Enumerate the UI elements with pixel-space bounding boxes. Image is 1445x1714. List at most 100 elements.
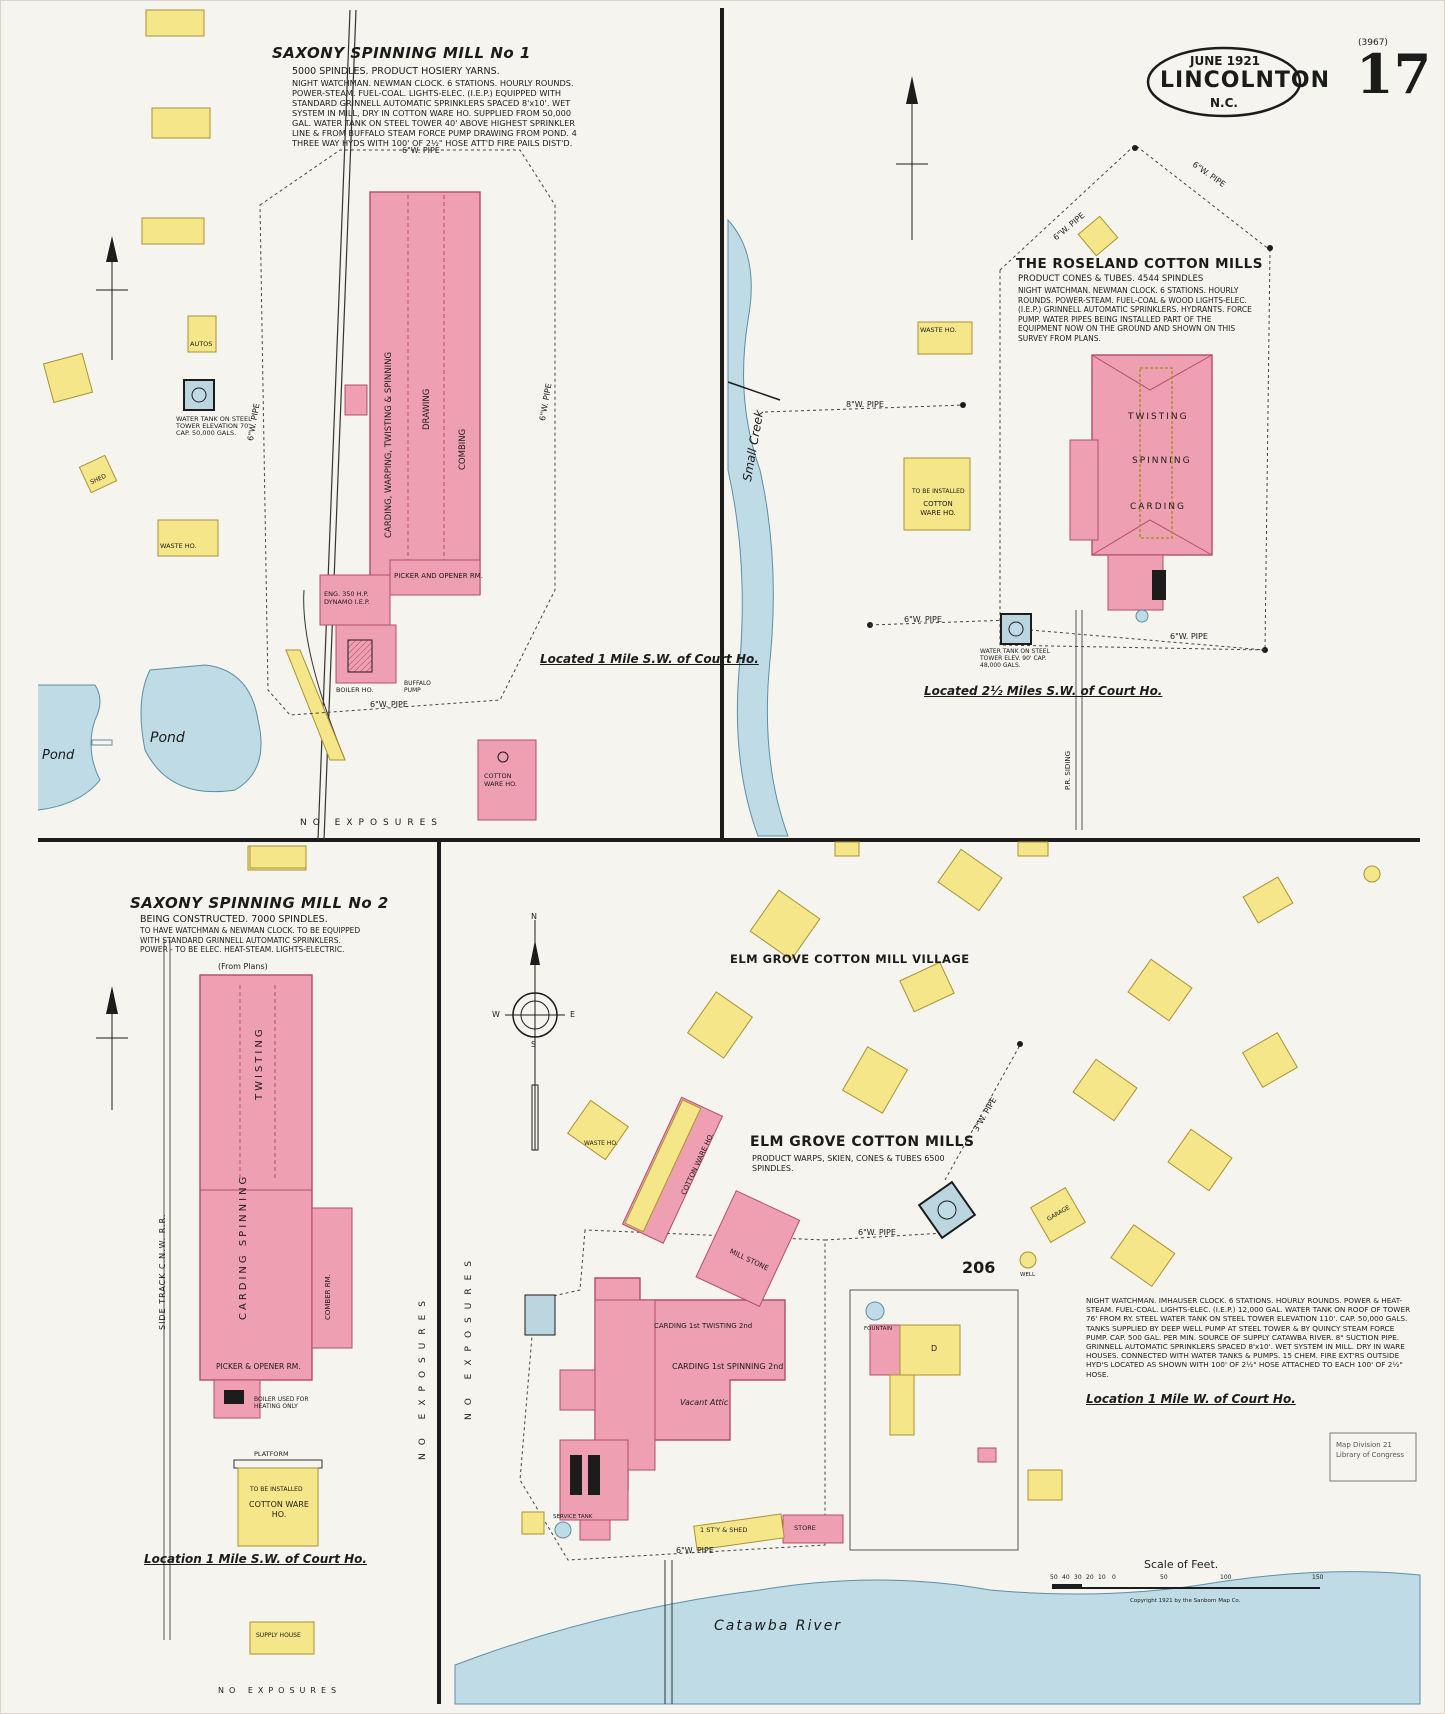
map-date: JUNE 1921 <box>1190 54 1261 68</box>
elmgrove-small-brick <box>977 1447 997 1463</box>
elmgrove-frame-annex <box>889 1374 915 1436</box>
elmgrove-frame-bottom-left <box>521 1511 545 1535</box>
saxony2-cotton-warehouse <box>237 1467 319 1547</box>
scale-tick-5: 0 <box>1112 1574 1116 1581</box>
saxony1-subtitle: 5000 SPINDLES. PRODUCT HOSIERY YARNS. <box>292 66 500 77</box>
saxony2-from-plans: (From Plans) <box>218 962 268 971</box>
roseland-pipe-bottom-2 <box>1029 629 1266 651</box>
elmgrove-shed: 1 ST'Y & SHED <box>700 1526 748 1534</box>
north-arrow-2-head <box>906 76 918 104</box>
sheet-number: 17 <box>1356 42 1432 106</box>
elmgrove-hydrant <box>1017 1041 1023 1047</box>
elmgrove-mill-stone-building <box>695 1190 801 1308</box>
roseland-waste-house <box>917 321 973 355</box>
saxony1-notes: NIGHT WATCHMAN. NEWMAN CLOCK. 6 STATIONS… <box>292 78 577 148</box>
saxony1-picker: PICKER AND OPENER RM. <box>394 572 483 580</box>
elmgrove-boiler-1 <box>570 1455 582 1495</box>
elmgrove-boiler-2 <box>588 1455 600 1495</box>
roseland-dept-2: SPINNING <box>1132 456 1192 466</box>
saxony2-to-be: TO BE INSTALLED <box>250 1486 303 1493</box>
roseland-cotton-warehouse <box>903 457 971 531</box>
scale-tick-3: 20 <box>1086 1574 1094 1581</box>
saxony2-small-bldg: SUPPLY HOUSE <box>256 1632 301 1639</box>
elmgrove-pipe-main: 6"W. PIPE <box>858 1228 896 1237</box>
elmgrove-shed <box>693 1513 785 1551</box>
catawba-river <box>454 1571 1421 1705</box>
property-line-saxony1 <box>259 149 556 716</box>
river-label: Catawba River <box>714 1618 843 1634</box>
scale-tick-6: 50 <box>1160 1574 1168 1581</box>
saxony1-dept-3: COMBING <box>458 428 468 470</box>
water-tank <box>191 387 207 403</box>
north-arrow-3-head <box>106 986 118 1014</box>
north-arrow-1-head <box>106 236 118 262</box>
library-stamp <box>1329 1432 1417 1482</box>
saxony2-exposures-bottom: NO EXPOSURES <box>218 1686 342 1695</box>
roseland-cotton-ware: COTTON WARE HO. <box>920 500 956 517</box>
elmgrove-well <box>1019 1251 1037 1269</box>
saxony1-title: SAXONY SPINNING MILL No 1 <box>272 44 531 62</box>
elmgrove-fountain-label: FOUNTAIN <box>864 1326 893 1332</box>
pond-left-label: Pond <box>42 748 75 763</box>
saxony2-dept-1: TWISTING <box>254 1026 265 1100</box>
roseland-tank <box>1008 621 1024 637</box>
pond-left-water <box>37 684 101 811</box>
elmgrove-6in-pipe <box>824 1232 946 1241</box>
roseland-pipe-bottom-2: 6"W. PIPE <box>1170 632 1208 641</box>
boiler-symbol <box>347 639 373 673</box>
scale-tick-1: 40 <box>1062 1574 1070 1581</box>
property-line-roseland <box>999 144 1271 651</box>
compass-e: E <box>570 1010 576 1019</box>
elmgrove-carding: CARDING 1st TWISTING 2nd <box>654 1322 753 1330</box>
roseland-boiler-symbol <box>1152 570 1166 600</box>
elmgrove-property-line <box>519 1229 826 1561</box>
roseland-dept-1: TWISTING <box>1128 412 1189 422</box>
roseland-location: Located 2½ Miles S.W. of Court Ho. <box>924 684 1163 698</box>
railroad-track-2 <box>323 9 357 841</box>
roseland-pipe-bottom: 6"W. PIPE <box>904 615 942 624</box>
shed-1 <box>42 352 94 404</box>
saxony2-picker: PICKER & OPENER RM. <box>216 1362 301 1371</box>
saxony1-dept-2: DRAWING <box>422 388 432 430</box>
side-track-label: SIDE TRACK C.N.W. R.R. <box>158 1213 167 1330</box>
elmgrove-3in-pipe <box>944 1044 1021 1181</box>
saxony1-pipe-top: 6"W. PIPE <box>402 146 440 155</box>
roseland-service-tank <box>1135 609 1149 623</box>
block-number: 206 <box>962 1258 996 1277</box>
elmgrove-inner-lot <box>849 1289 1019 1551</box>
platform-strip <box>285 649 346 761</box>
saxony2-subtitle: BEING CONSTRUCTED. 7000 SPINDLES. <box>140 914 328 925</box>
saxony1-pump: BUFFALO PUMP <box>404 680 431 694</box>
saxony2-main-mill <box>199 974 313 1381</box>
roseland-dept-3: CARDING <box>1130 502 1186 512</box>
creek-crossing <box>727 381 781 401</box>
saxony2-dept-2: CARDING SPINNING <box>238 1173 249 1320</box>
saxony1-exposures: NO EXPOSURES <box>300 818 443 828</box>
pond <box>140 664 262 793</box>
elmgrove-small-frame <box>1027 1469 1063 1501</box>
compass-rose <box>505 920 565 1151</box>
dwelling-3 <box>141 217 205 245</box>
pr-siding-label: P.R. SIDING <box>1064 750 1072 790</box>
hydrant-3 <box>1267 245 1273 251</box>
saxony2-dept-3: COMBER RM. <box>324 1274 332 1320</box>
roseland-roof-lines <box>1091 354 1213 391</box>
title-cartouche <box>1146 46 1302 118</box>
elmgrove-pipe-bottom: 6"W. PIPE <box>676 1546 714 1555</box>
saxony2-exposures: NO EXPOSURES <box>418 1293 428 1460</box>
dwelling-2 <box>151 107 211 139</box>
dwelling-label: D <box>931 1344 938 1353</box>
saxony2-platform <box>233 1459 323 1469</box>
saxony1-waste-house <box>157 519 219 557</box>
elmgrove-service-tank: SERVICE TANK <box>553 1514 593 1520</box>
roseland-pipe-main: 8"W. PIPE <box>846 400 884 409</box>
roseland-notes: NIGHT WATCHMAN. NEWMAN CLOCK. 6 STATIONS… <box>1018 286 1252 343</box>
elmgrove-title: ELM GROVE COTTON MILLS <box>750 1134 975 1150</box>
compass-w: W <box>492 1010 500 1019</box>
roseland-title: THE ROSELAND COTTON MILLS <box>1016 256 1263 272</box>
elmgrove-cotton-warehouse <box>621 1096 724 1244</box>
elmgrove-waste: WASTE HO. <box>584 1140 618 1147</box>
roseland-tank-label: WATER TANK ON STEEL TOWER ELEV. 90' CAP.… <box>980 648 1050 669</box>
